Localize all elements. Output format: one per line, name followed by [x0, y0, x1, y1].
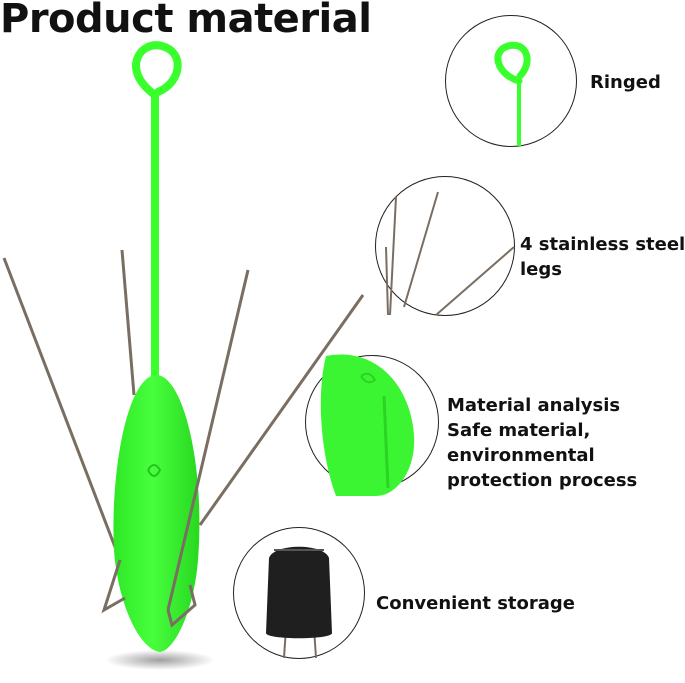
feature-label-ringed: Ringed [590, 72, 661, 93]
storage-detail-circle [233, 527, 365, 659]
sinker-body-icon [320, 354, 415, 496]
steel-legs-icon [385, 191, 515, 316]
feature-label-legs: 4 stainless steel legs [520, 234, 685, 280]
sinker-product-image [2, 41, 365, 670]
feature-label-material: Material analysis Safe material, environ… [447, 395, 638, 491]
storage-cap-icon [266, 546, 332, 659]
legs-detail-circle [375, 176, 515, 316]
page-title: Product material [0, 0, 372, 42]
ring-icon [494, 41, 531, 146]
material-detail-circle [305, 354, 439, 496]
feature-label-storage: Convenient storage [376, 593, 576, 614]
ring-detail-circle [445, 15, 577, 147]
